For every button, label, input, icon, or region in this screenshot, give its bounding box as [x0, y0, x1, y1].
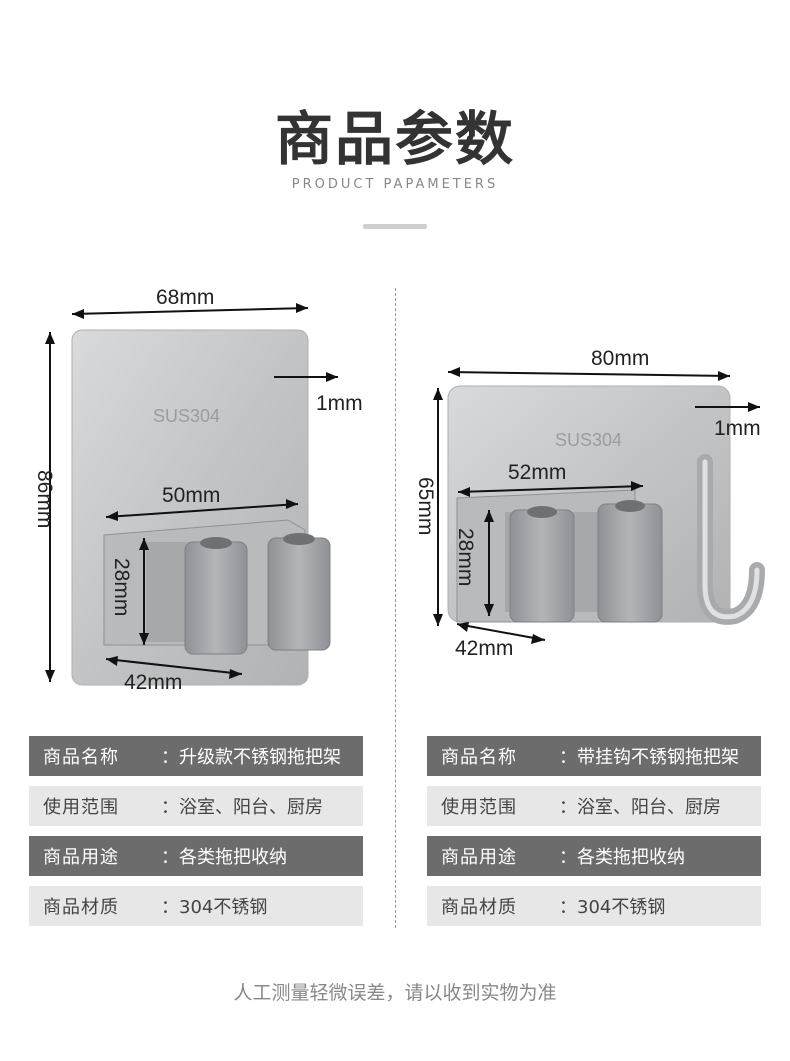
left-product-illustration: SUS304 68mm 86mm 1mm 50mm 28mm 42mm — [33, 286, 363, 694]
spec-label: 使用范围 — [43, 797, 119, 818]
right-product-illustration: SUS304 80mm 65mm 1mm 52mm 28mm 42mm — [414, 347, 765, 660]
left-spec-table: 商品名称 ： 升级款不锈钢拖把架 使用范围 ： 浴室、阳台、厨房 商品用途 ： … — [29, 736, 363, 936]
left-thickness-label: 1mm — [316, 392, 363, 415]
hook — [697, 454, 765, 625]
right-clip-depth-label: 42mm — [455, 637, 513, 660]
spec-value: 浴室、阳台、厨房 — [577, 797, 721, 818]
spec-row-scope: 使用范围 ： 浴室、阳台、厨房 — [427, 786, 761, 826]
spec-row-name: 商品名称 ： 带挂钩不锈钢拖把架 — [427, 736, 761, 776]
right-thickness-label: 1mm — [714, 417, 761, 440]
engraving-text: SUS304 — [555, 430, 622, 450]
roller-right — [597, 503, 663, 623]
roller-right — [267, 537, 331, 651]
right-spec-table: 商品名称 ： 带挂钩不锈钢拖把架 使用范围 ： 浴室、阳台、厨房 商品用途 ： … — [427, 736, 761, 936]
spec-separator: ： — [161, 897, 179, 918]
spec-label: 商品用途 — [43, 847, 119, 868]
right-width-label: 80mm — [591, 347, 649, 370]
footer-note: 人工测量轻微误差，请以收到实物为准 — [233, 982, 557, 1004]
engraving-text: SUS304 — [153, 406, 220, 426]
right-clip-width-label: 52mm — [508, 461, 566, 484]
right-clip-height-label: 28mm — [454, 528, 477, 586]
spec-separator: ： — [559, 747, 577, 768]
spec-row-name: 商品名称 ： 升级款不锈钢拖把架 — [29, 736, 363, 776]
spec-label: 商品名称 — [441, 747, 517, 768]
center-divider — [395, 288, 396, 928]
left-width-label: 68mm — [156, 286, 214, 309]
spec-separator: ： — [559, 797, 577, 818]
left-clip-height-label: 28mm — [110, 558, 133, 616]
spec-label: 使用范围 — [441, 797, 517, 818]
spec-row-usage: 商品用途 ： 各类拖把收纳 — [29, 836, 363, 876]
left-clip-depth-label: 42mm — [124, 671, 182, 694]
page-subtitle: PRODUCT PAPAMETERS — [291, 177, 499, 192]
spec-row-scope: 使用范围 ： 浴室、阳台、厨房 — [29, 786, 363, 826]
spec-value: 升级款不锈钢拖把架 — [179, 747, 341, 768]
spec-separator: ： — [161, 847, 179, 868]
spec-row-material: 商品材质 ： 304不锈钢 — [427, 886, 761, 926]
spec-value: 各类拖把收纳 — [179, 847, 287, 868]
left-height-label: 86mm — [33, 470, 56, 528]
spec-label: 商品材质 — [441, 897, 517, 918]
spec-value: 带挂钩不锈钢拖把架 — [577, 747, 739, 768]
spec-separator: ： — [161, 797, 179, 818]
spec-value: 304不锈钢 — [179, 897, 268, 918]
spec-separator: ： — [559, 847, 577, 868]
spec-label: 商品名称 — [43, 747, 119, 768]
spec-row-material: 商品材质 ： 304不锈钢 — [29, 886, 363, 926]
spec-separator: ： — [161, 747, 179, 768]
spec-separator: ： — [559, 897, 577, 918]
roller-left — [509, 509, 575, 623]
spec-value: 浴室、阳台、厨房 — [179, 797, 323, 818]
title-underline — [363, 224, 427, 229]
page-title: 商品参数 — [274, 105, 515, 173]
spec-value: 304不锈钢 — [577, 897, 666, 918]
roller-left — [184, 541, 248, 655]
spec-row-usage: 商品用途 ： 各类拖把收纳 — [427, 836, 761, 876]
spec-value: 各类拖把收纳 — [577, 847, 685, 868]
right-height-label: 65mm — [414, 477, 437, 535]
spec-label: 商品用途 — [441, 847, 517, 868]
spec-label: 商品材质 — [43, 897, 119, 918]
left-clip-width-label: 50mm — [162, 484, 220, 507]
